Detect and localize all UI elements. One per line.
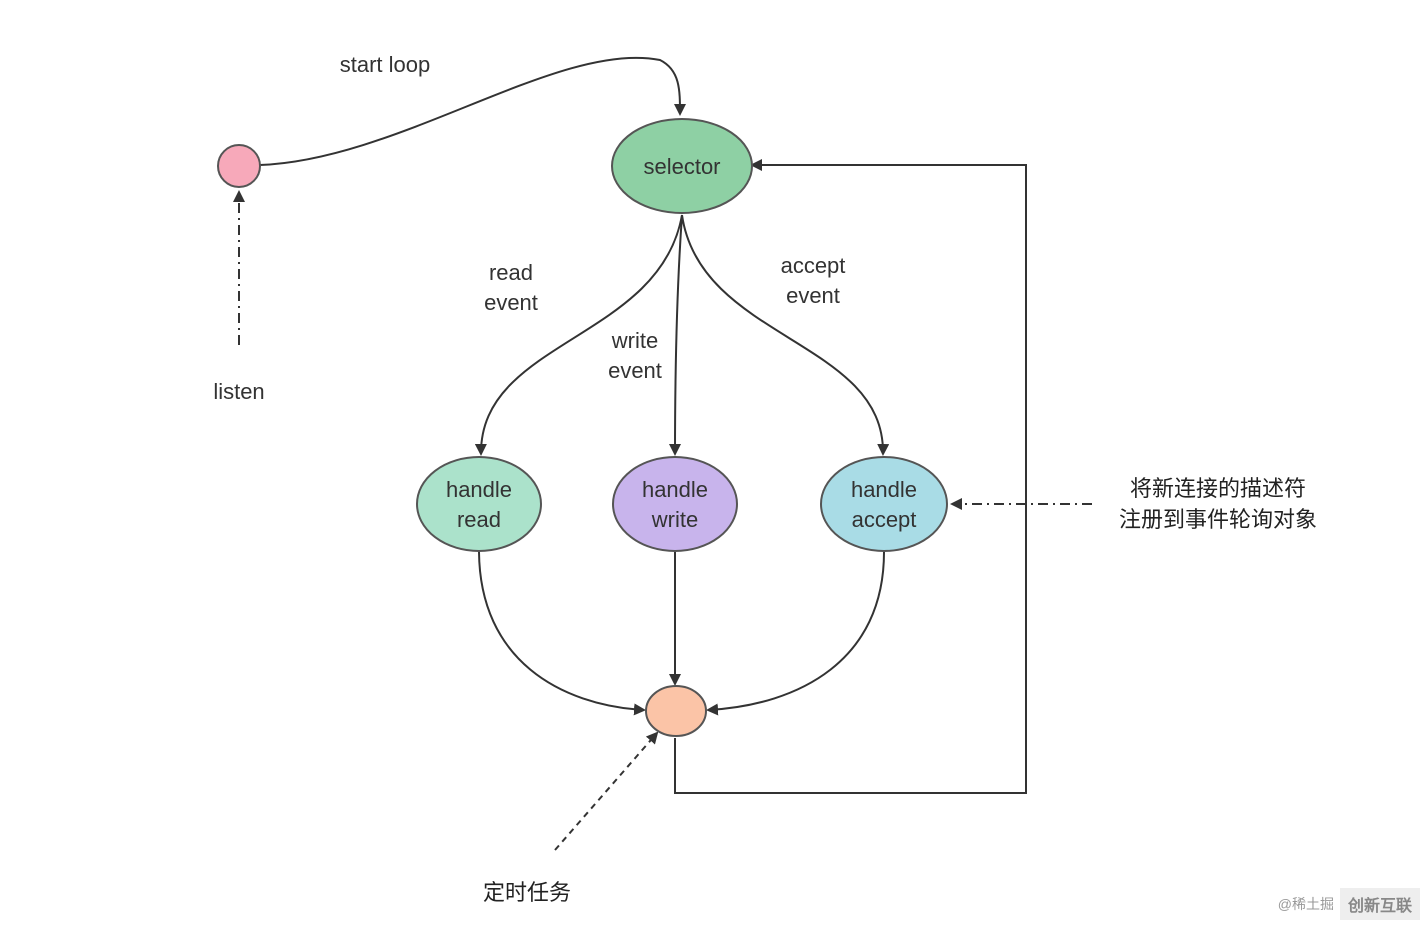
- end-node: [645, 685, 707, 737]
- handle-accept-label: handle: [851, 477, 917, 502]
- register-note: 注册到事件轮询对象: [1119, 508, 1317, 533]
- watermark-logo: 创新互联: [1339, 888, 1420, 920]
- edge-read-to-end: [478, 551, 646, 716]
- selector-label: selector: [643, 154, 720, 179]
- handle-accept-label: accept: [852, 507, 917, 532]
- edge-timer: [554, 731, 659, 851]
- watermark-author: @稀土掘: [1277, 896, 1334, 912]
- selector-node: [611, 118, 753, 214]
- listen-label: listen: [213, 379, 264, 404]
- register-note: 将新连接的描述符: [1130, 477, 1306, 502]
- edge-accept-event: [681, 214, 890, 456]
- start-node: [217, 144, 261, 188]
- handle-read-label: read: [457, 507, 501, 532]
- start-loop-label: start loop: [340, 52, 431, 77]
- watermark: @稀土掘 创新互联: [1278, 888, 1420, 920]
- edge-accept-to-end: [706, 551, 885, 716]
- accept-event-label: accept: [781, 253, 846, 278]
- handle-write-label: handle: [642, 477, 708, 502]
- read-event-label: read: [489, 260, 533, 285]
- handle-accept-node: [820, 456, 948, 552]
- handle-write-label: write: [651, 507, 698, 532]
- handle-write-node: [612, 456, 738, 552]
- write-event-label: write: [611, 328, 658, 353]
- edge-loop-back: [674, 159, 1027, 794]
- handle-read-node: [416, 456, 542, 552]
- edge-write-event: [669, 214, 683, 456]
- write-event-label: event: [608, 358, 662, 383]
- edge-read-event: [474, 214, 683, 456]
- accept-event-label: event: [786, 283, 840, 308]
- handle-read-label: handle: [446, 477, 512, 502]
- timer-task-label: 定时任务: [483, 881, 571, 906]
- read-event-label: event: [484, 290, 538, 315]
- edge-start-loop: [259, 56, 686, 166]
